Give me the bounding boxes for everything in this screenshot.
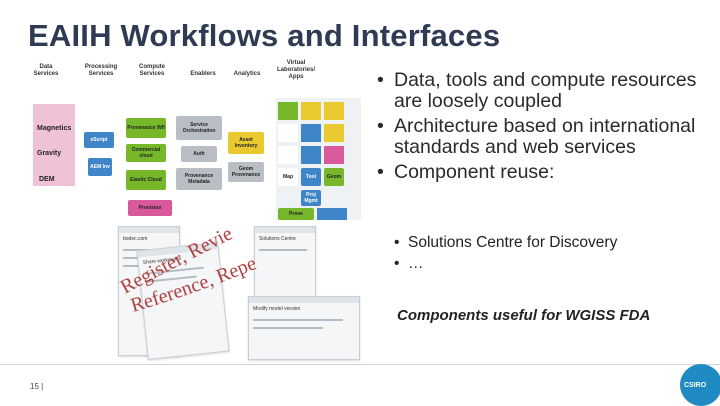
- piece-provenance-wfl: Provenance Wfl: [126, 118, 166, 138]
- data-column-bg: [33, 104, 75, 186]
- vl-tile-6: [324, 124, 344, 142]
- screen-3-caption: Solutions Centre: [259, 236, 296, 242]
- label-magnetics: Magnetics: [37, 125, 72, 132]
- screen-1-bar: [119, 227, 179, 233]
- header-virtual-labs: Virtual Laboratories/ Apps: [276, 60, 315, 80]
- bullet-item: Architecture based on international stan…: [377, 116, 697, 158]
- screen-4-line-2: [253, 327, 323, 329]
- logo-text: CSIRO: [684, 382, 707, 389]
- piece-provision: Provision: [128, 200, 172, 216]
- architecture-diagram: Data Services Processing Services Comput…: [31, 60, 361, 225]
- piece-auth: Auth: [181, 146, 217, 162]
- header-enablers: Enablers: [190, 71, 216, 77]
- piece-map: Map: [278, 168, 298, 186]
- piece-aem-inv: AEM Inv: [88, 158, 112, 176]
- csiro-logo: CSIRO: [680, 364, 720, 406]
- sub-bullet-list: Solutions Centre for Discovery …: [394, 232, 617, 274]
- screen-4-line-1: [253, 319, 343, 321]
- label-gravity: Gravity: [37, 150, 62, 157]
- screen-1-caption: bodec.com: [123, 236, 148, 242]
- page-number: 15 |: [30, 382, 44, 391]
- label-dem: DEM: [39, 176, 55, 183]
- component-note: Components useful for WGISS FDA: [397, 307, 651, 324]
- piece-elastic-cloud: Elastic Cloud: [126, 170, 166, 190]
- bullet-item: Component reuse:: [377, 162, 697, 184]
- screen-4-caption: Modify model version: [253, 306, 301, 312]
- vl-tile-3: [324, 102, 344, 120]
- page-title: EAIIH Workflows and Interfaces: [28, 18, 501, 53]
- header-processing-services: Processing Services: [84, 64, 118, 77]
- vl-tile-10: [317, 208, 347, 220]
- vl-tile-5: [301, 124, 321, 142]
- piece-escript: eScript: [84, 132, 114, 148]
- vl-tile-7: [278, 146, 298, 164]
- screen-3-bar: [255, 227, 315, 233]
- screen-3-line-1: [259, 249, 307, 251]
- vl-tile-9: [324, 146, 344, 164]
- piece-prove: Prove: [278, 208, 314, 220]
- piece-service-orchestration: Service Orchestration: [176, 116, 222, 140]
- screenshot-montage: bodec.com Share workspace Solutions Cent…: [118, 226, 362, 360]
- screen-4: Modify model version: [248, 296, 360, 360]
- sub-bullet-item: …: [394, 253, 617, 274]
- piece-provenance-metadata: Provenance Metadata: [176, 168, 222, 190]
- piece-tool: Tool: [301, 168, 321, 186]
- vl-tile-2: [301, 102, 321, 120]
- piece-commercial-cloud: Commercial cloud: [126, 144, 166, 162]
- screen-3: Solutions Centre: [254, 226, 316, 298]
- piece-geom: Geom: [324, 168, 344, 186]
- bullet-list: Data, tools and compute resources are lo…: [377, 70, 697, 187]
- header-analytics: Analytics: [233, 71, 261, 77]
- piece-geom-provenance: Geom Provenance: [228, 162, 264, 182]
- workflow-arc-text: Register, Review, Run, Reference, Repeat: [115, 212, 260, 317]
- piece-asset-inventory: Asset Inventory: [228, 132, 264, 154]
- vl-tile-1: [278, 102, 298, 120]
- bullet-item: Data, tools and compute resources are lo…: [377, 70, 697, 112]
- vl-tile-8: [301, 146, 321, 164]
- header-data-services: Data Services: [33, 64, 59, 77]
- footer-divider: [0, 364, 720, 365]
- sub-bullet-item: Solutions Centre for Discovery: [394, 232, 617, 253]
- header-compute-services: Compute Services: [139, 64, 165, 77]
- piece-proj-mgmt: Proj Mgmt: [301, 190, 321, 206]
- vl-tile-4: [278, 124, 298, 142]
- screen-4-bar: [249, 297, 359, 303]
